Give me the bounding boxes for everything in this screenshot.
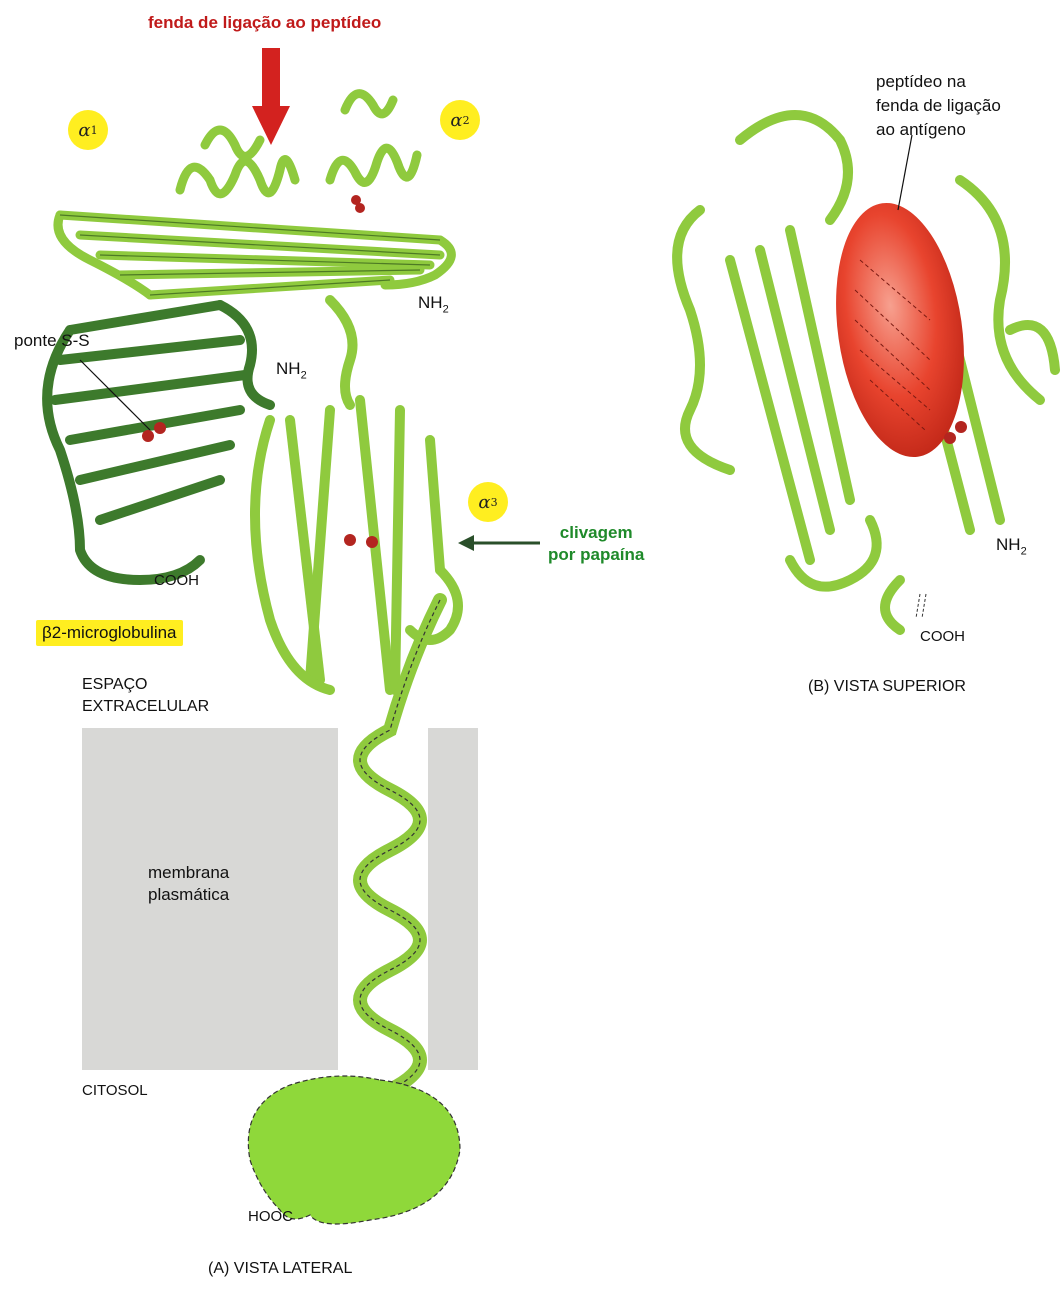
- nh2-label-alpha2: NH2: [418, 292, 449, 320]
- hooc-label: HOOC: [248, 1206, 293, 1228]
- disulfide-b2m: [142, 430, 154, 442]
- peptide-cleft-title: fenda de ligação ao peptídeo: [148, 12, 381, 34]
- nh2-label-top: NH2: [996, 534, 1027, 562]
- nh2-label-b2m: NH2: [276, 358, 307, 386]
- disulfide-top-b: [955, 421, 967, 433]
- peptide-cleft-arrow: [252, 48, 290, 145]
- cooh-label-b2m: COOH: [154, 570, 199, 592]
- disulfide-alpha3-b: [366, 536, 378, 548]
- cytosol-label: CITOSOL: [82, 1080, 148, 1102]
- caption-top-view: (B) VISTA SUPERIOR: [808, 676, 966, 698]
- membrane-block-right: [428, 728, 478, 1070]
- disulfide-alpha3-a: [344, 534, 356, 546]
- disulfide-top-a: [944, 432, 956, 444]
- cooh-label-top: COOH: [920, 626, 965, 648]
- cleavage-label: clivagem por papaína: [548, 522, 644, 566]
- cleavage-arrow: [458, 535, 540, 551]
- ponte-label: ponte S-S: [14, 330, 90, 352]
- peptide-pointer: [898, 135, 912, 210]
- alpha1-alpha2-platform: [58, 94, 451, 295]
- extracellular-label: ESPAÇO EXTRACELULAR: [82, 674, 209, 718]
- caption-side-view: (A) VISTA LATERAL: [208, 1258, 352, 1280]
- b2m-label: β2-microglobulina: [36, 620, 183, 646]
- membrane-label: membrana plasmática: [148, 862, 229, 906]
- cytosolic-tail: [248, 1076, 460, 1224]
- cooh-dash-top: [916, 594, 926, 618]
- peptide-label: peptídeo na fenda de ligação ao antígeno: [876, 70, 1001, 142]
